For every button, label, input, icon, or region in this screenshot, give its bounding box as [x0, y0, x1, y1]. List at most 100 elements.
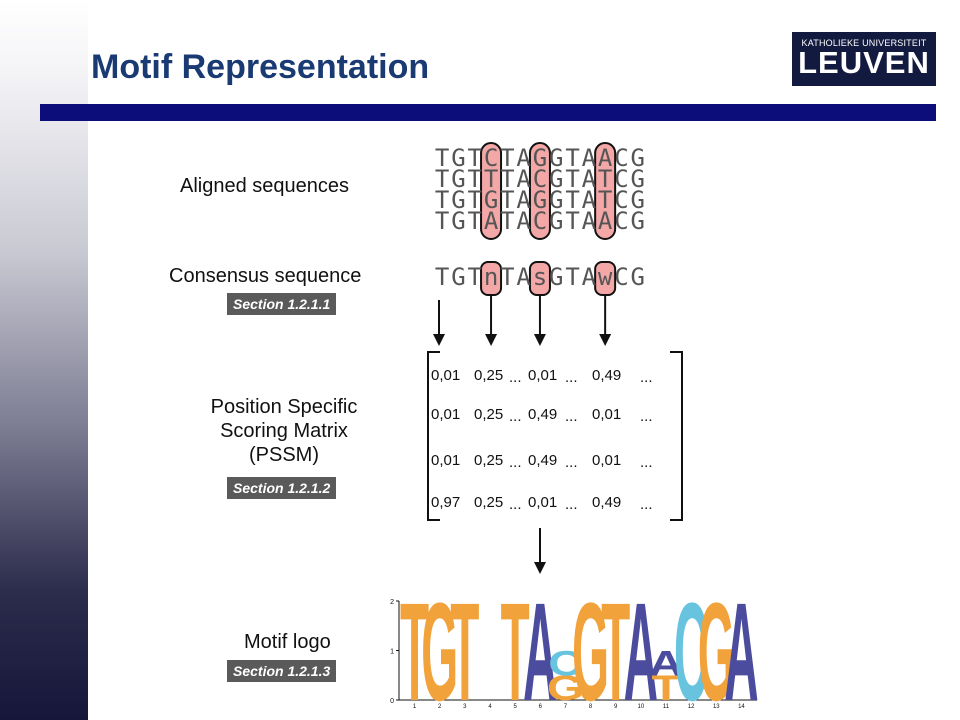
sequence-char: A [516, 165, 531, 193]
sequence-char: T [468, 186, 482, 214]
arrow-col-3-head [599, 334, 612, 346]
logo-x-tick-label: 11 [663, 704, 670, 710]
consensus-highlight-2 [528, 261, 551, 296]
label-motif-logo: Motif logo [244, 631, 331, 653]
consensus-char: C [614, 263, 628, 291]
sequence-char: T [500, 144, 514, 172]
sequence-char: G [549, 165, 563, 193]
pssm-cell: 0,25 [474, 367, 503, 384]
slide-title: Motif Representation [91, 48, 430, 86]
logo-letter-T: T [601, 574, 630, 720]
pssm-cell: 0,25 [474, 452, 503, 469]
pssm-cell: 0,25 [474, 494, 503, 511]
consensus-char: s [533, 263, 547, 291]
sequence-char: A [484, 207, 499, 235]
pssm-ellipsis: ... [565, 408, 578, 425]
sequence-char: C [484, 144, 498, 172]
arrow-col-1-head [485, 334, 498, 346]
logo-x-tick-label: 8 [589, 704, 593, 710]
sequence-char: G [549, 207, 563, 235]
consensus-char: T [435, 263, 449, 291]
sequence-char: T [468, 207, 482, 235]
logo-letter-T: T [400, 574, 429, 720]
sequence-char: G [631, 165, 645, 193]
logo-x-tick-label: 7 [564, 704, 568, 710]
pssm-ellipsis: ... [640, 496, 653, 513]
arrow-to-logo-head [534, 562, 546, 574]
pssm-cell: 0,01 [528, 367, 557, 384]
pssm-ellipsis: ... [565, 496, 578, 513]
consensus-char: T [565, 263, 579, 291]
logo-x-tick-label: 4 [488, 704, 492, 710]
logo-letter-G: G [572, 574, 609, 720]
sequence-char: T [435, 186, 449, 214]
logo-y-tick-label: 2 [390, 599, 394, 606]
consensus-char: A [582, 263, 597, 291]
pssm-ellipsis: ... [640, 408, 653, 425]
sequence-char: C [614, 186, 628, 214]
sequence-char: A [516, 186, 531, 214]
sequence-char: T [598, 186, 612, 214]
logo-x-tick-label: 10 [638, 704, 645, 710]
logo-x-tick-label: 9 [614, 704, 618, 710]
pssm-cell: 0,25 [474, 406, 503, 423]
sequence-char: T [435, 165, 449, 193]
logo-x-tick-label: 5 [513, 704, 517, 710]
pssm-cell: 0,49 [592, 494, 621, 511]
pssm-cell: 0,01 [592, 452, 621, 469]
logo-y-tick-label: 0 [390, 698, 394, 705]
pssm-ellipsis: ... [509, 369, 522, 386]
matrix-bracket-left [427, 351, 440, 521]
pssm-cell: 0,49 [592, 367, 621, 384]
logo-letter-C: C [548, 643, 582, 682]
logo-letter-A: A [624, 574, 658, 720]
sequence-char: T [500, 186, 514, 214]
logo-letter-C: C [674, 574, 708, 720]
sequence-char: A [598, 207, 613, 235]
highlight-column-2 [528, 142, 551, 240]
sequence-char: C [614, 144, 628, 172]
sequence-char: T [598, 165, 612, 193]
consensus-char: G [451, 263, 465, 291]
consensus-char: T [468, 263, 482, 291]
sequence-char: T [565, 186, 579, 214]
pssm-ellipsis: ... [509, 454, 522, 471]
pssm-ellipsis: ... [640, 454, 653, 471]
logo-line-2: LEUVEN [798, 45, 930, 80]
sequence-char: T [468, 144, 482, 172]
logo-x-tick-label: 12 [688, 704, 695, 710]
logo-letter-T: T [450, 574, 479, 720]
pssm-cell: 0,01 [431, 367, 460, 384]
sequence-char: T [500, 207, 514, 235]
label-pssm-line-3: (PSSM) [249, 444, 319, 466]
pssm-cell: 0,01 [592, 406, 621, 423]
consensus-char: G [631, 263, 645, 291]
sequence-char: G [451, 186, 465, 214]
section-badge-2: Section 1.2.1.2 [227, 477, 337, 499]
sequence-char: G [484, 186, 498, 214]
arrow-1-head [433, 334, 445, 346]
pssm-ellipsis: ... [509, 496, 522, 513]
sequence-char: G [451, 144, 465, 172]
logo-x-tick-label: 6 [539, 704, 543, 710]
label-pssm-line-1: Position Specific [210, 396, 358, 418]
logo-x-tick-label: 14 [738, 704, 745, 710]
logo-x-tick-label: 2 [438, 704, 442, 710]
consensus-highlight-3 [594, 261, 617, 296]
logo-letter-G: G [547, 668, 584, 707]
sequence-char: T [435, 207, 449, 235]
sequence-char: A [582, 207, 597, 235]
logo-x-tick-label: 3 [463, 704, 467, 710]
consensus-highlight-1 [480, 261, 503, 296]
logo-letter-G: G [698, 574, 735, 720]
pssm-cell: 0,97 [431, 494, 460, 511]
sequence-char: A [582, 186, 597, 214]
logo-letter-T: T [501, 574, 530, 720]
sequence-char: G [631, 144, 645, 172]
pssm-cell: 0,49 [528, 406, 557, 423]
pssm-ellipsis: ... [640, 369, 653, 386]
